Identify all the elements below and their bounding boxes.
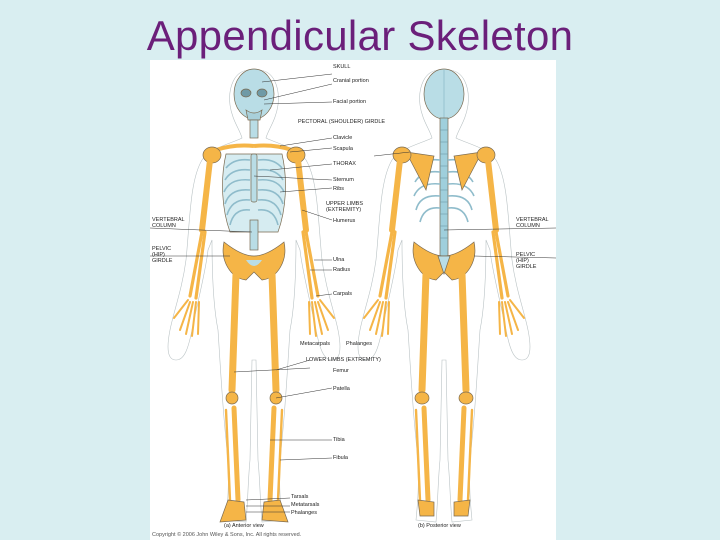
label-facial-portion: Facial portion xyxy=(333,99,367,105)
label-tibia: Tibia xyxy=(333,437,345,443)
label-phalanges-foot: Phalanges xyxy=(291,510,317,516)
label-patella: Patella xyxy=(333,386,350,392)
label-tarsals: Tarsals xyxy=(291,494,309,500)
label-metacarpals: Metacarpals xyxy=(300,341,330,347)
label-radius: Radius xyxy=(333,267,351,273)
label-clavicle: Clavicle xyxy=(333,135,353,141)
label-pectoral-girdle: PECTORAL (SHOULDER) GIRDLE xyxy=(298,119,386,125)
label-cranial-portion: Cranial portion xyxy=(333,78,369,84)
label-ulna: Ulna xyxy=(333,257,345,263)
label-phalanges-hand: Phalanges xyxy=(346,341,372,347)
label-pelvic-girdle-left: PELVIC (HIP) GIRDLE xyxy=(152,246,173,264)
slide-title: Appendicular Skeleton xyxy=(146,12,574,59)
label-ribs: Ribs xyxy=(333,186,345,192)
label-vertebral-column-left: VERTEBRAL COLUMN xyxy=(152,217,185,229)
label-carpals: Carpals xyxy=(333,291,352,297)
label-vertebral-column-right: VERTEBRAL COLUMN xyxy=(516,217,549,229)
label-lower-limbs: LOWER LIMBS (EXTREMITY) xyxy=(306,357,381,363)
label-sternum: Sternum xyxy=(333,177,354,183)
label-fibula: Fibula xyxy=(333,455,348,461)
label-pelvic-girdle-right: PELVIC (HIP) GIRDLE xyxy=(516,252,537,270)
leader-lines xyxy=(150,73,556,513)
skeleton-figure: SKULL Cranial portion Facial portion PEC… xyxy=(150,60,556,540)
label-upper-limbs: UPPER LIMBS (EXTREMITY) xyxy=(326,201,363,213)
posterior-skeleton xyxy=(357,68,531,523)
label-femur: Femur xyxy=(333,368,349,374)
caption-posterior: (b) Posterior view xyxy=(418,523,461,529)
caption-anterior: (a) Anterior view xyxy=(224,523,264,529)
anterior-skeleton xyxy=(167,68,341,523)
copyright-notice: Copyright © 2006 John Wiley & Sons, Inc.… xyxy=(152,532,302,538)
label-scapula: Scapula xyxy=(333,146,353,152)
label-thorax: THORAX xyxy=(333,161,356,167)
label-metatarsals: Metatarsals xyxy=(291,502,320,508)
skeleton-illustration xyxy=(150,68,556,523)
label-skull: SKULL xyxy=(333,64,351,70)
label-humerus: Humerus xyxy=(333,218,356,224)
